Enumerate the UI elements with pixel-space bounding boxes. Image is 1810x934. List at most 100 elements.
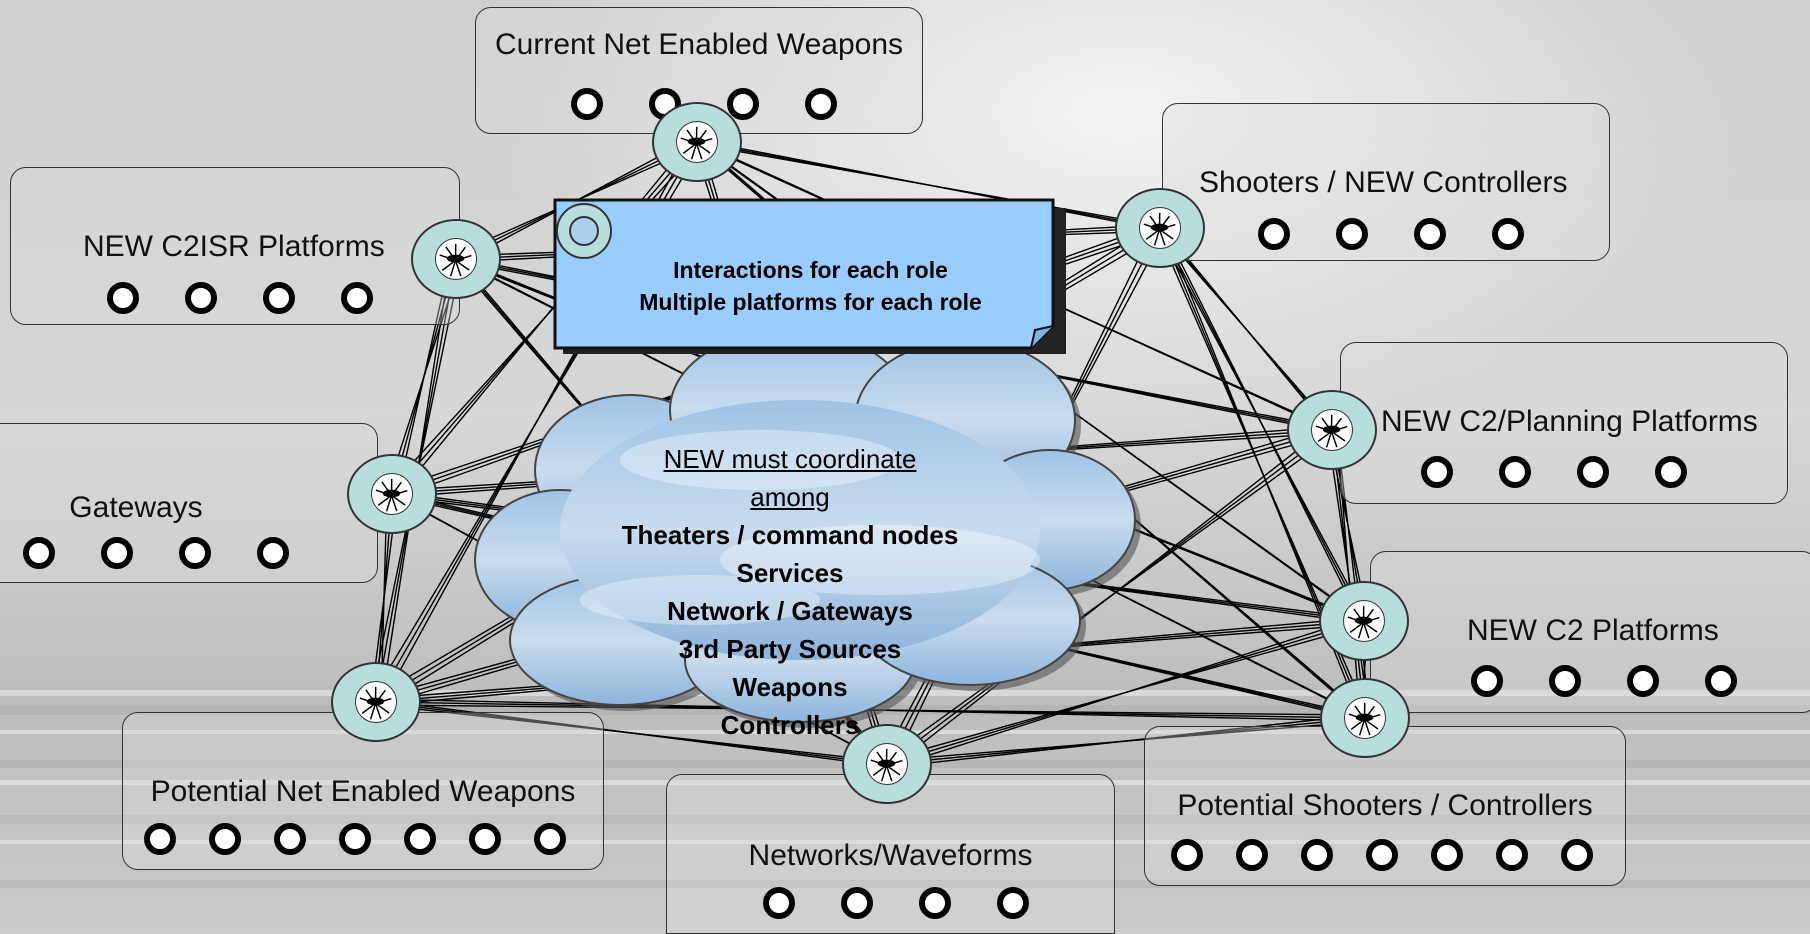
radar-icon — [1139, 207, 1181, 249]
box-gateways: Gateways — [0, 423, 378, 583]
box-c2-platforms: NEW C2 Platforms — [1370, 551, 1810, 713]
box-title: Gateways — [69, 491, 203, 524]
dot-row — [1171, 839, 1593, 871]
box-title: Potential Net Enabled Weapons — [150, 775, 576, 808]
radar-icon — [676, 121, 718, 163]
box-c2-planning-platforms: NEW C2/Planning Platforms — [1340, 342, 1788, 504]
dot-row — [144, 823, 566, 855]
cloud-text-line7: Weapons — [732, 672, 848, 702]
platform-dot — [23, 537, 55, 569]
hub-current-weapons — [652, 102, 742, 182]
cloud-text-line2: among — [750, 482, 830, 512]
cloud-text-line6: 3rd Party Sources — [678, 634, 902, 664]
box-title: NEW C2 Platforms — [1467, 614, 1719, 647]
platform-dot — [469, 823, 501, 855]
box-title: Potential Shooters / Controllers — [1177, 789, 1593, 822]
hub-networks — [842, 724, 932, 804]
platform-dot — [1414, 218, 1446, 250]
dot-row — [1258, 218, 1524, 250]
platform-dot — [144, 823, 176, 855]
note-text-line1: Interactions for each role — [673, 257, 948, 283]
dot-row — [107, 282, 373, 314]
platform-dot — [1492, 218, 1524, 250]
platform-dot — [209, 823, 241, 855]
connection-line — [1164, 230, 1328, 428]
hub-c2-planning — [1287, 390, 1377, 470]
platform-dot — [274, 823, 306, 855]
dot-row — [571, 88, 837, 120]
cloud-text-line5: Network / Gateways — [667, 596, 913, 626]
cloud-text-line4: Services — [736, 558, 844, 588]
platform-dot — [1705, 665, 1737, 697]
dot-row — [23, 537, 289, 569]
platform-dot — [179, 537, 211, 569]
box-title: Networks/Waveforms — [748, 839, 1033, 872]
radar-icon — [371, 473, 413, 515]
platform-dot — [1471, 665, 1503, 697]
radar-icon — [1343, 600, 1385, 642]
platform-dot — [1577, 456, 1609, 488]
platform-dot — [805, 88, 837, 120]
platform-dot — [727, 88, 759, 120]
platform-dot — [1431, 839, 1463, 871]
cloud-text-line1: NEW must coordinate — [663, 444, 917, 474]
platform-dot — [1236, 839, 1268, 871]
radar-icon — [435, 238, 477, 280]
hub-c2isr — [411, 219, 501, 299]
platform-dot — [341, 282, 373, 314]
platform-dot — [1421, 456, 1453, 488]
box-shooters-controllers: Shooters / NEW Controllers — [1162, 103, 1610, 261]
box-title: Shooters / NEW Controllers — [1199, 166, 1568, 199]
platform-dot — [763, 887, 795, 919]
platform-dot — [919, 887, 951, 919]
platform-dot — [841, 887, 873, 919]
box-networks-waveforms: Networks/Waveforms — [666, 774, 1115, 934]
platform-dot — [339, 823, 371, 855]
platform-dot — [101, 537, 133, 569]
dot-row — [763, 887, 1029, 919]
radar-icon — [355, 681, 397, 723]
hub-shooters — [1115, 188, 1205, 268]
platform-dot — [257, 537, 289, 569]
platform-dot — [534, 823, 566, 855]
dot-row — [1471, 665, 1737, 697]
platform-dot — [1496, 839, 1528, 871]
platform-dot — [107, 282, 139, 314]
platform-dot — [1336, 218, 1368, 250]
note-box — [553, 198, 1066, 354]
note-hub-icon — [556, 203, 612, 259]
note-text-line2: Multiple platforms for each role — [639, 289, 982, 315]
platform-dot — [404, 823, 436, 855]
connection-line — [881, 432, 1338, 762]
platform-dot — [1258, 218, 1290, 250]
connection-line — [881, 720, 1371, 762]
box-c2isr-platforms: NEW C2ISR Platforms — [10, 167, 460, 325]
hub-c2-platforms — [1319, 581, 1409, 661]
radar-icon — [1311, 409, 1353, 451]
platform-dot — [1171, 839, 1203, 871]
cloud-text-line8: Controllers — [720, 710, 860, 740]
radar-icon — [1344, 697, 1386, 739]
platform-dot — [1561, 839, 1593, 871]
platform-dot — [1655, 456, 1687, 488]
connection-line — [881, 623, 1370, 762]
platform-dot — [1366, 839, 1398, 871]
platform-dot — [1627, 665, 1659, 697]
connection-line — [701, 144, 1156, 226]
radar-icon — [866, 743, 908, 785]
connection-line — [1164, 230, 1360, 619]
box-title: NEW C2ISR Platforms — [83, 230, 385, 263]
hub-potential-shooters — [1320, 678, 1410, 758]
platform-dot — [1301, 839, 1333, 871]
platform-dot — [185, 282, 217, 314]
box-title: Current Net Enabled Weapons — [494, 28, 904, 61]
hub-gateways — [347, 454, 437, 534]
platform-dot — [1499, 456, 1531, 488]
platform-dot — [997, 887, 1029, 919]
platform-dot — [263, 282, 295, 314]
platform-dot — [1549, 665, 1581, 697]
cloud-text-line3: Theaters / command nodes — [621, 520, 959, 550]
hub-potential-weapons — [331, 662, 421, 742]
dot-row — [1421, 456, 1687, 488]
